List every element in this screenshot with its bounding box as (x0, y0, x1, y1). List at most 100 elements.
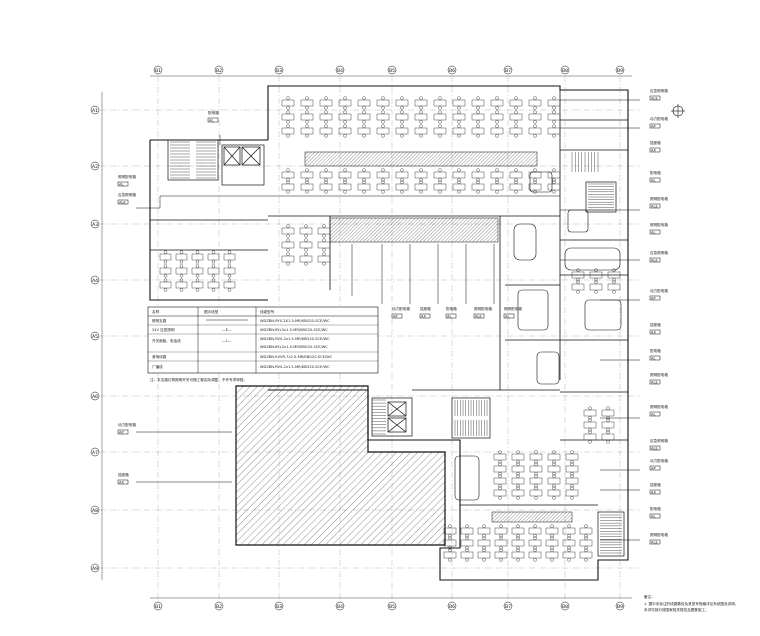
panel-code: ALE (651, 96, 658, 100)
panel-label: 插座箱 (420, 306, 431, 311)
desk (583, 421, 597, 429)
desk (601, 433, 615, 441)
chair (324, 134, 328, 138)
stair-treads (170, 141, 622, 554)
desk (490, 127, 504, 135)
chair (552, 134, 556, 138)
desk (477, 539, 491, 547)
chair (514, 168, 518, 172)
chair (570, 460, 574, 464)
chair (533, 534, 537, 538)
chair (594, 278, 598, 282)
desk (376, 183, 390, 191)
chair (400, 134, 404, 138)
chair (570, 450, 574, 454)
desk (545, 551, 559, 559)
panel-label: 配电箱 (650, 170, 661, 175)
grid-column-label: B9 (617, 604, 623, 610)
panel-code: AP (119, 430, 124, 434)
chair (211, 260, 216, 264)
desk (395, 113, 409, 121)
chair (324, 168, 328, 172)
chair (362, 124, 366, 128)
desk (414, 171, 428, 179)
chair (533, 96, 537, 100)
chair (419, 96, 423, 100)
panel-box (391, 313, 403, 319)
chair (570, 484, 574, 488)
chair (476, 134, 480, 138)
desk (395, 171, 409, 179)
chair (448, 548, 452, 552)
chair (495, 178, 499, 182)
interior-walls (150, 86, 628, 506)
legend-row-cable: WDZBN-KVVR-7x2.5-MR/KBG20-SCE/WC (260, 355, 333, 359)
chair (400, 124, 404, 128)
chair (516, 548, 520, 552)
desk (562, 539, 576, 547)
panel-label: 照明配电箱 (504, 306, 522, 311)
chair (552, 462, 556, 466)
panel-label: 照明配电箱 (650, 222, 668, 227)
grid-bubble (90, 505, 100, 515)
desk (509, 127, 523, 135)
chair (211, 250, 216, 254)
grid-column-label: B8 (562, 604, 568, 610)
chair (552, 168, 556, 172)
desk (338, 171, 352, 179)
chair (552, 124, 556, 128)
grid-column-label: B4 (337, 68, 343, 74)
grid-bubble (90, 275, 100, 285)
grid-bubble (90, 161, 100, 171)
chair (343, 178, 347, 182)
chair (322, 224, 326, 228)
grid-column-label: B1 (155, 604, 161, 610)
chair (457, 124, 461, 128)
desk (490, 99, 504, 107)
chair (588, 418, 592, 422)
chair (163, 250, 168, 254)
chair (305, 168, 309, 172)
chair (514, 190, 518, 194)
chair (343, 190, 347, 194)
chair (438, 168, 442, 172)
grid-column-label: B5 (389, 68, 395, 74)
chair (612, 278, 616, 282)
chair (305, 124, 309, 128)
chair (419, 110, 423, 114)
desk (159, 281, 172, 289)
chair (567, 536, 571, 540)
chair (550, 536, 554, 540)
chair (570, 474, 574, 478)
panel-label: 配电箱 (650, 506, 661, 511)
chair (533, 110, 537, 114)
chair (179, 274, 184, 278)
desk (300, 171, 314, 179)
chair (534, 474, 538, 478)
panel-label: 照明配电箱 (650, 372, 668, 377)
desk (433, 99, 447, 107)
panel-label: 动力配电箱 (650, 116, 668, 121)
legend-row-name: 24V 应急照明 (152, 327, 175, 332)
chair (438, 180, 442, 184)
chair (552, 496, 556, 500)
desk (477, 527, 491, 535)
legend-row-cable: WDZBN-RVS-2x1.5-MR/KBG20-SCE/WC (260, 337, 330, 341)
panel-box (649, 379, 661, 385)
chair (533, 106, 537, 110)
legend-row-cable: WDZBN-BYJ-2x1.5-MR/KBG20-SCE/WC (260, 345, 328, 349)
desk (299, 241, 313, 249)
chair (400, 178, 404, 182)
grid-column-label: B6 (449, 604, 455, 610)
desk (529, 477, 543, 485)
panel-box (649, 147, 661, 153)
chair (552, 190, 556, 194)
chair (322, 234, 326, 238)
grid-bubble (90, 105, 100, 115)
grid-column-label: B7 (505, 604, 511, 610)
legend-row-name: 音响线路 (152, 354, 167, 359)
chair (286, 262, 290, 266)
desk (545, 539, 559, 547)
desk (565, 453, 579, 461)
panel-code: AL (209, 118, 213, 122)
